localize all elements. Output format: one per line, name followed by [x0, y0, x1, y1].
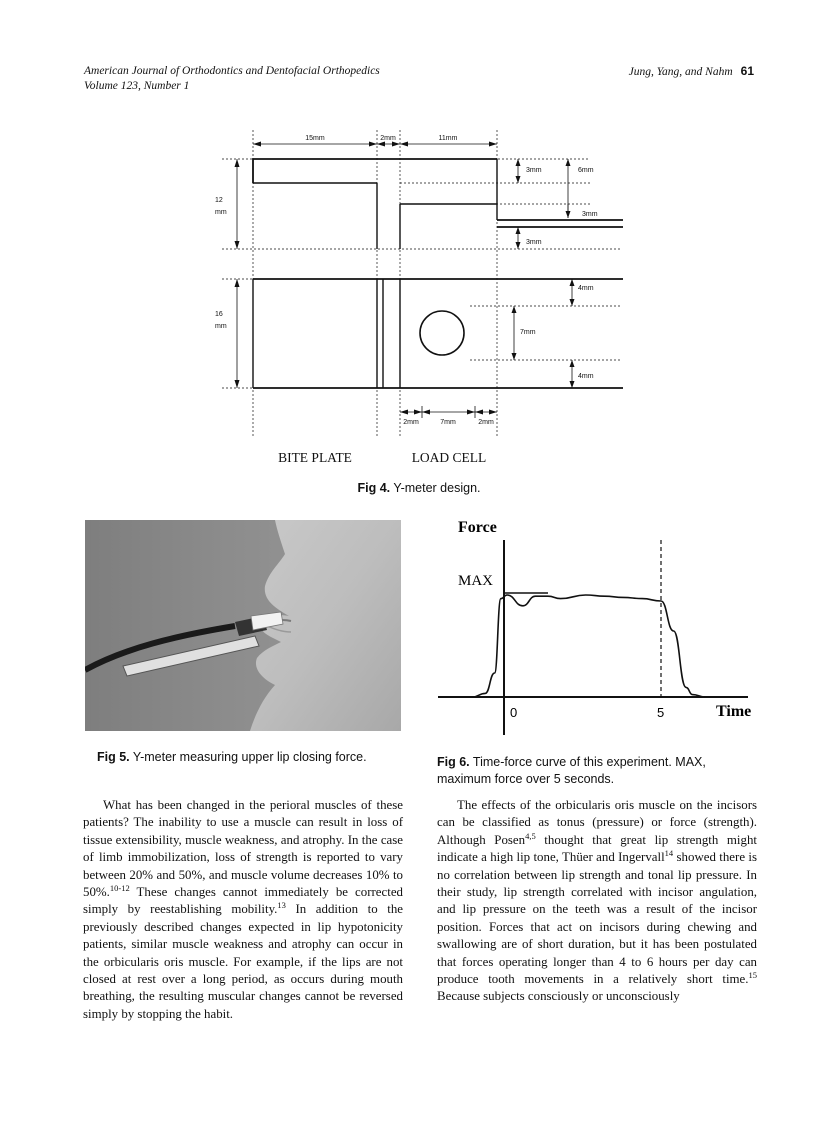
- fig4-dim-right-lower-1: 4mm: [578, 285, 594, 292]
- body-column-right: The effects of the orbicularis oris musc…: [437, 797, 757, 1006]
- fig4-dim-bottom-2: 7mm: [440, 419, 456, 426]
- fig4-dim-right-lower-2: 7mm: [520, 329, 536, 336]
- fig6-caption: Fig 6. Time-force curve of this experime…: [437, 754, 757, 788]
- fig4-dim-right-lower-3: 4mm: [578, 373, 594, 380]
- fig6-x-label: Time: [716, 703, 751, 720]
- journal-volume: Volume 123, Number 1: [84, 80, 190, 92]
- right-paragraph-text-run: thought that great lip strength might in…: [437, 832, 757, 865]
- fig4-ymeter-diagram: 15mm 2mm 11mm 3mm 6mm 3mm 3mm 12 mm 16 m…: [215, 130, 623, 465]
- fig5-photograph: [85, 520, 401, 731]
- fig6-max-label: MAX: [458, 573, 493, 589]
- fig4-dim-left-3: 16: [215, 311, 223, 318]
- fig4-dim-top-1: 15mm: [305, 135, 325, 142]
- citation-superscript: 10-12: [109, 883, 130, 894]
- fig6-x-tick-0: 0: [510, 705, 517, 720]
- fig4-label-bite-plate: BITE PLATE: [278, 450, 352, 465]
- running-header-right: Jung, Yang, and Nahm 61: [629, 64, 754, 78]
- citation-superscript: 14: [664, 848, 674, 859]
- author-names: Jung, Yang, and Nahm: [628, 66, 733, 78]
- fig6-y-label: Force: [458, 519, 497, 536]
- left-paragraph-text-run: These changes cannot immediately be corr…: [83, 885, 403, 917]
- right-paragraph-text-run: The effects of the orbicularis oris musc…: [437, 798, 757, 847]
- fig5-caption-text: Y-meter measuring upper lip closing forc…: [129, 750, 367, 764]
- fig4-dim-right-2: 6mm: [578, 167, 594, 174]
- left-paragraph-text-run: In addition to the previously described …: [83, 902, 403, 1021]
- fig4-dim-top-3: 11mm: [439, 135, 458, 142]
- fig6-time-force-chart: Force MAX 0 5 Time: [438, 519, 751, 735]
- left-paragraph-text-run: What has been changed in the perioral mu…: [83, 798, 403, 900]
- fig4-caption-label: Fig 4.: [357, 481, 391, 495]
- citation-superscript: 4,5: [525, 830, 536, 841]
- right-paragraph-text-run: showed there is no correlation between l…: [437, 850, 757, 987]
- fig4-label-load-cell: LOAD CELL: [412, 450, 487, 465]
- running-header-left: American Journal of Orthodontics and Den…: [84, 64, 380, 94]
- fig4-dim-bottom-1: 2mm: [403, 419, 419, 426]
- fig5-caption-label: Fig 5.: [97, 750, 130, 764]
- citation-superscript: 13: [277, 900, 286, 911]
- page-number: 61: [740, 64, 754, 78]
- fig5-caption: Fig 5. Y-meter measuring upper lip closi…: [97, 750, 367, 764]
- fig6-force-curve: [472, 594, 706, 698]
- fig6-caption-label: Fig 6.: [437, 755, 470, 769]
- fig4-dim-right-4: 3mm: [526, 239, 542, 246]
- fig6-caption-text: Time-force curve of this experiment. MAX…: [437, 755, 706, 786]
- fig4-dim-left-4: mm: [215, 323, 227, 330]
- journal-name: American Journal of Orthodontics and Den…: [84, 65, 380, 77]
- fig4-dim-right-1: 3mm: [526, 167, 542, 174]
- fig4-dim-left-2: mm: [215, 209, 227, 216]
- body-paragraph-left: What has been changed in the perioral mu…: [83, 797, 403, 1023]
- fig4-dim-right-3: 3mm: [582, 211, 598, 218]
- body-column-left: What has been changed in the perioral mu…: [83, 797, 403, 1023]
- citation-superscript: 15: [748, 970, 758, 981]
- fig4-dim-top-2: 2mm: [380, 135, 396, 142]
- fig6-x-tick-5: 5: [657, 705, 664, 720]
- body-paragraph-right: The effects of the orbicularis oris musc…: [437, 797, 757, 1006]
- fig4-dim-left-1: 12: [215, 197, 223, 204]
- fig4-caption-text: Y-meter design.: [390, 481, 481, 495]
- fig4-dim-bottom-3: 2mm: [478, 419, 494, 426]
- right-paragraph-text-run: Because subjects consciously or unconsci…: [437, 989, 680, 1004]
- fig4-caption: Fig 4. Y-meter design.: [0, 481, 838, 495]
